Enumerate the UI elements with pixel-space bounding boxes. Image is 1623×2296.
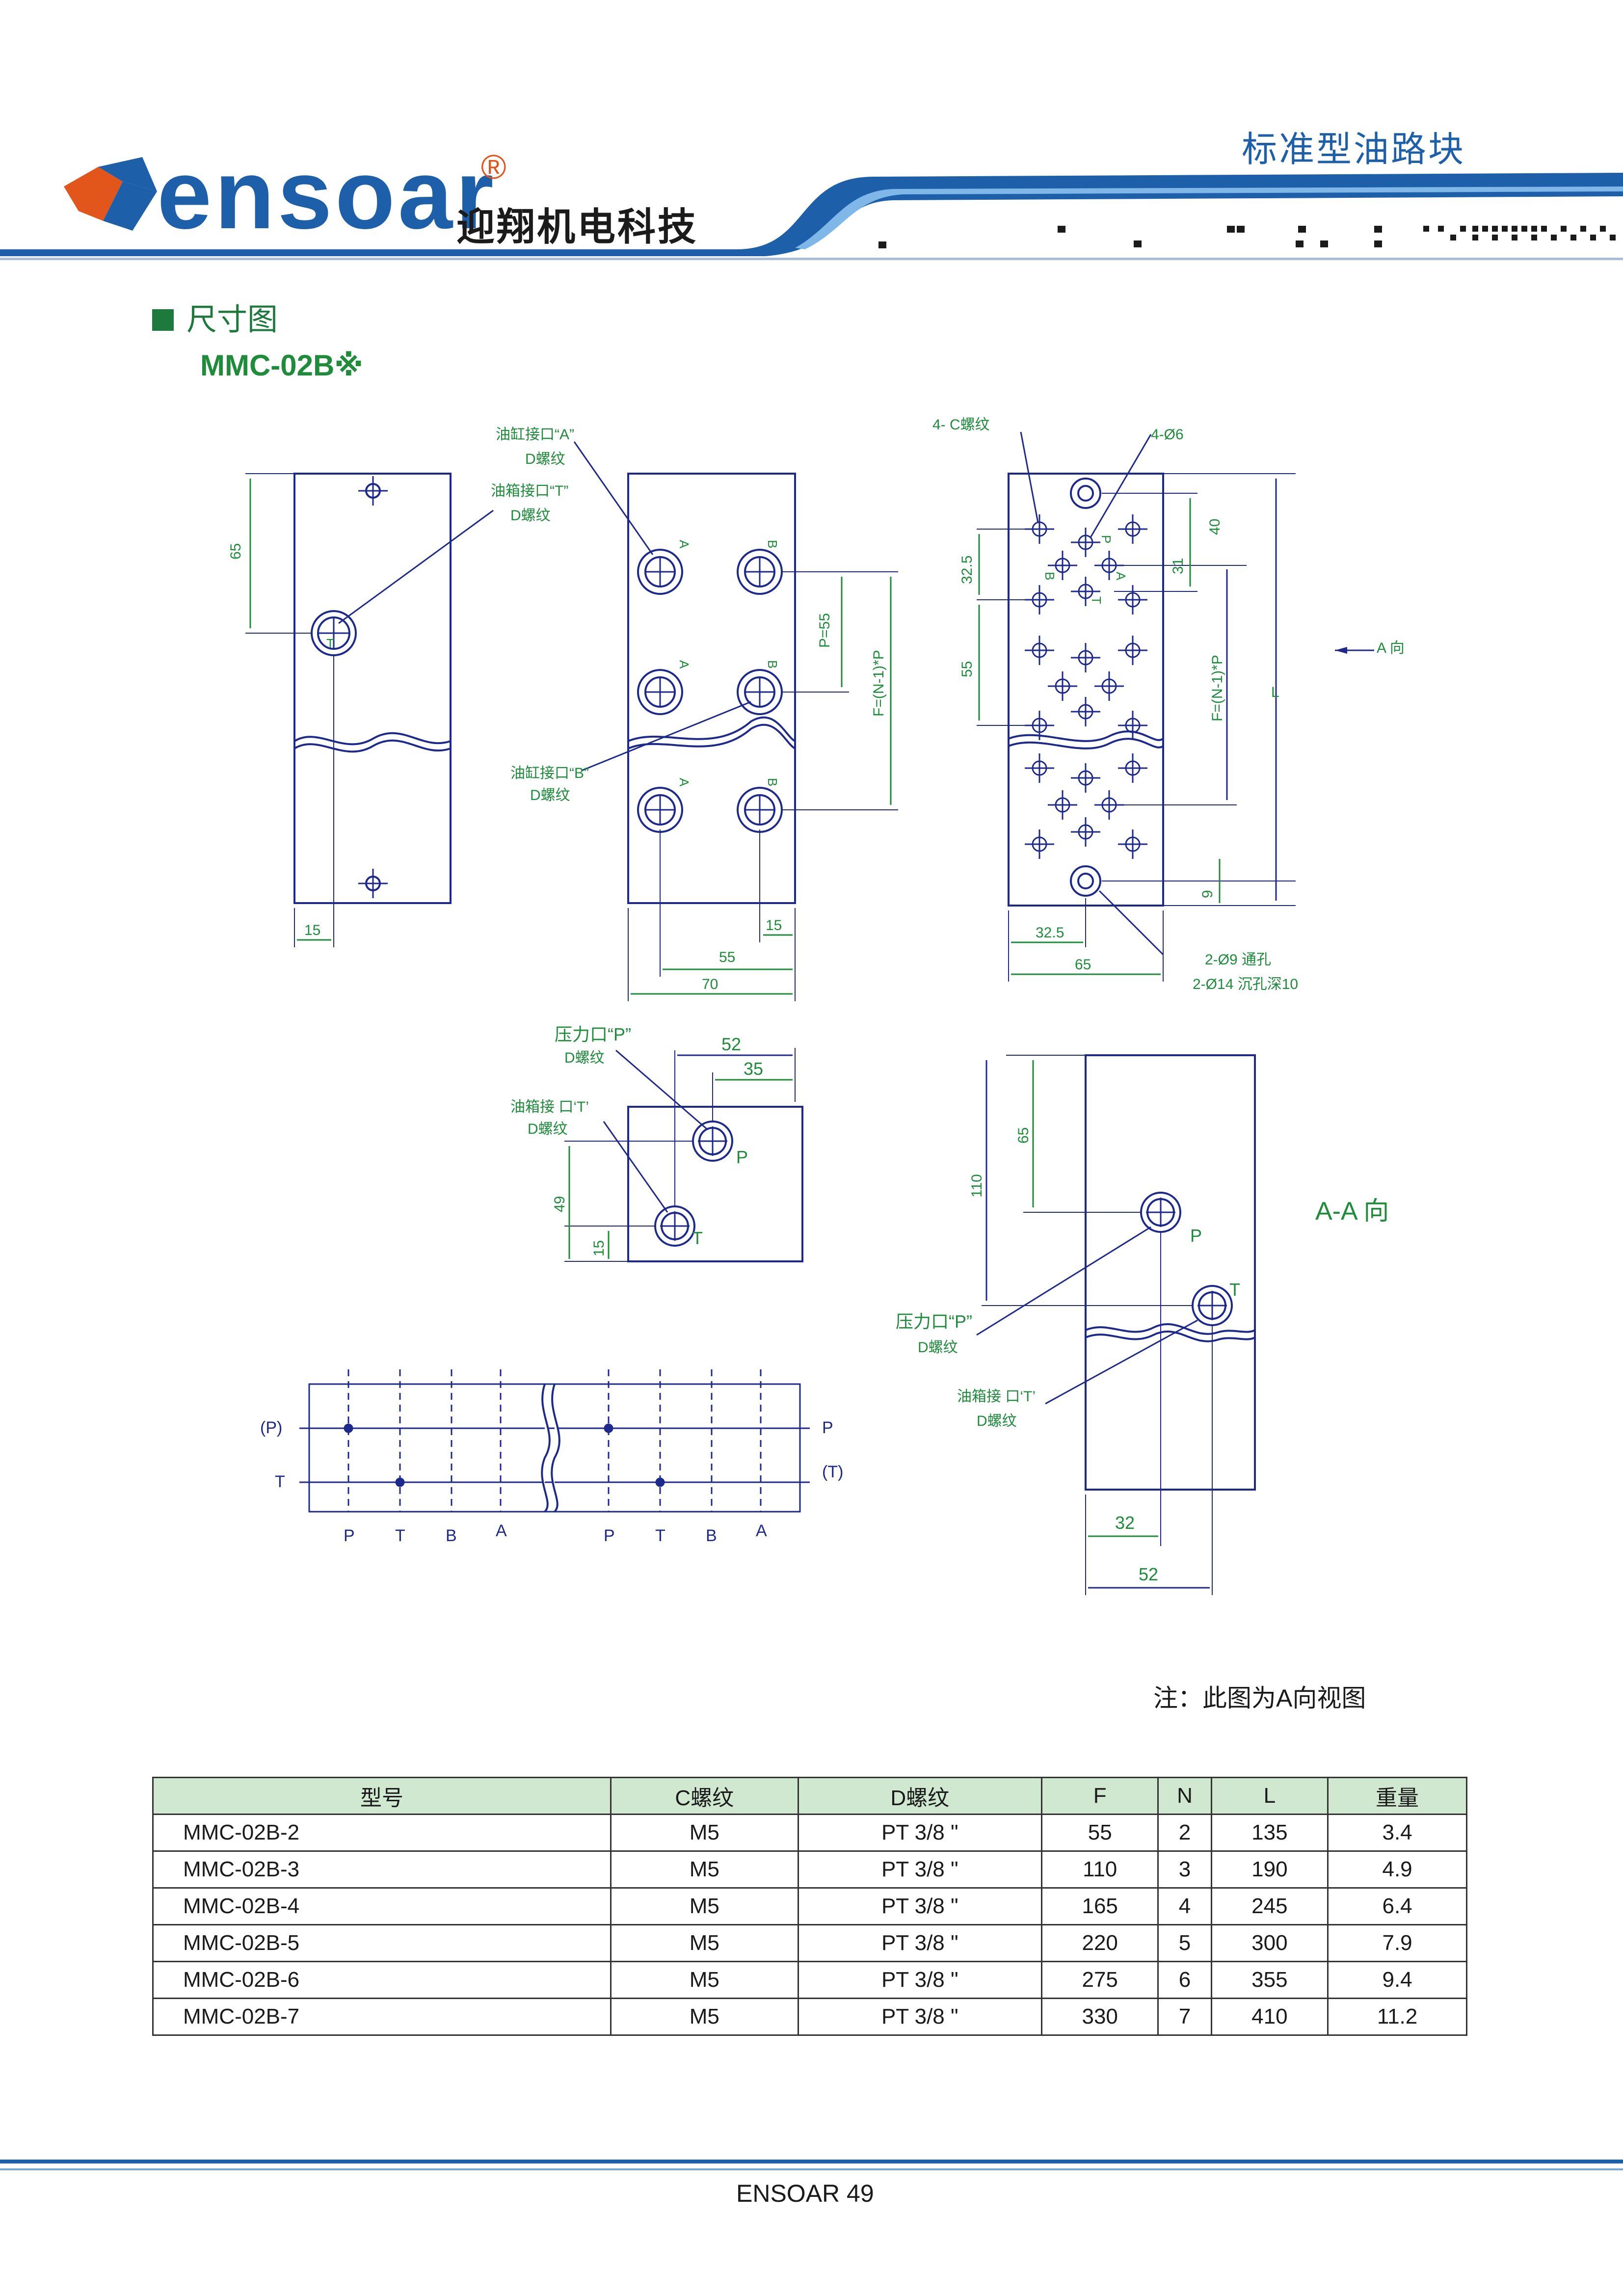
table-row: MMC-02B-4 M5 PT 3/8 " 165 4 245 6.4 xyxy=(152,1887,1467,1925)
front-view-block xyxy=(573,441,898,1001)
header-weight: 重量 xyxy=(1327,1777,1467,1815)
cell-d-thread: PT 3/8 " xyxy=(797,1998,1042,2036)
cell-l: 410 xyxy=(1210,1998,1329,2036)
cell-weight: 6.4 xyxy=(1327,1887,1467,1925)
header-model: 型号 xyxy=(152,1777,612,1815)
cell-c-thread: M5 xyxy=(610,1998,799,2036)
footer-rule xyxy=(0,2160,1623,2163)
header-c-thread: C螺纹 xyxy=(610,1777,799,1815)
cell-d-thread: PT 3/8 " xyxy=(797,1814,1042,1852)
footer-rule-thin xyxy=(0,2168,1623,2170)
table-row: MMC-02B-6 M5 PT 3/8 " 275 6 355 9.4 xyxy=(152,1961,1467,1999)
cell-weight: 9.4 xyxy=(1327,1961,1467,1999)
drawing-note: 注：此图为A向视图 xyxy=(1153,1684,1366,1712)
cell-l: 355 xyxy=(1210,1961,1329,1999)
dimension-drawings xyxy=(245,431,1374,1595)
cell-weight: 11.2 xyxy=(1327,1998,1467,2036)
hydraulic-schematic xyxy=(299,1369,810,1513)
cell-n: 6 xyxy=(1157,1961,1212,1999)
section-title: 尺寸图 xyxy=(152,294,278,339)
cell-c-thread: M5 xyxy=(610,1961,799,1999)
registered-mark: ® xyxy=(481,148,506,186)
end-view-block xyxy=(564,1048,803,1262)
header-f: F xyxy=(1040,1777,1159,1815)
cell-l: 190 xyxy=(1210,1850,1329,1889)
cell-model: MMC-02B-3 xyxy=(152,1850,612,1889)
cell-l: 300 xyxy=(1210,1924,1329,1962)
cell-n: 5 xyxy=(1157,1924,1212,1962)
cell-l: 245 xyxy=(1210,1887,1329,1925)
square-bullet-icon xyxy=(152,309,174,331)
cell-d-thread: PT 3/8 " xyxy=(797,1924,1042,1962)
cell-model: MMC-02B-7 xyxy=(152,1998,612,2036)
page-category-title: 标准型油路块 xyxy=(1242,130,1466,169)
brand-chinese-name: 迎翔机电科技 xyxy=(456,205,698,248)
cell-n: 2 xyxy=(1157,1814,1212,1852)
brand-logo: ensoar xyxy=(64,140,497,249)
cell-f: 55 xyxy=(1040,1814,1159,1852)
header-n: N xyxy=(1157,1777,1212,1815)
footer-page-label: ENSOAR 49 xyxy=(736,2180,874,2207)
cell-l: 135 xyxy=(1210,1814,1329,1852)
cell-d-thread: PT 3/8 " xyxy=(797,1887,1042,1925)
cell-c-thread: M5 xyxy=(610,1850,799,1889)
cell-model: MMC-02B-6 xyxy=(152,1961,612,1999)
side-view-block xyxy=(245,473,494,947)
cell-f: 220 xyxy=(1040,1924,1159,1962)
cell-n: 7 xyxy=(1157,1998,1212,2036)
cell-model: MMC-02B-2 xyxy=(152,1814,612,1852)
cell-f: 110 xyxy=(1040,1850,1159,1889)
top-view-block xyxy=(977,431,1374,982)
cell-f: 275 xyxy=(1040,1961,1159,1999)
cell-c-thread: M5 xyxy=(610,1814,799,1852)
cell-c-thread: M5 xyxy=(610,1924,799,1962)
brand-wordmark: ensoar xyxy=(157,140,497,249)
cell-d-thread: PT 3/8 " xyxy=(797,1850,1042,1889)
spec-table-header-row: 型号 C螺纹 D螺纹 F N L 重量 xyxy=(152,1777,1467,1815)
table-row: MMC-02B-5 M5 PT 3/8 " 220 5 300 7.9 xyxy=(152,1924,1467,1962)
header-d-thread: D螺纹 xyxy=(797,1777,1042,1815)
cell-model: MMC-02B-5 xyxy=(152,1924,612,1962)
cell-weight: 7.9 xyxy=(1327,1924,1467,1962)
cell-f: 330 xyxy=(1040,1998,1159,2036)
cell-c-thread: M5 xyxy=(610,1887,799,1925)
cell-f: 165 xyxy=(1040,1887,1159,1925)
cell-n: 4 xyxy=(1157,1887,1212,1925)
spec-table: 型号 C螺纹 D螺纹 F N L 重量 MMC-02B-2 M5 PT 3/8 … xyxy=(152,1777,1467,2036)
cell-n: 3 xyxy=(1157,1850,1212,1889)
section-title-text: 尺寸图 xyxy=(186,303,278,337)
cell-d-thread: PT 3/8 " xyxy=(797,1961,1042,1999)
brand-emblem-icon xyxy=(64,157,157,231)
a-a-section-view xyxy=(976,1054,1256,1595)
table-row: MMC-02B-7 M5 PT 3/8 " 330 7 410 11.2 xyxy=(152,1998,1467,2036)
header-l: L xyxy=(1210,1777,1329,1815)
cell-weight: 4.9 xyxy=(1327,1850,1467,1889)
cell-model: MMC-02B-4 xyxy=(152,1887,612,1925)
cell-weight: 3.4 xyxy=(1327,1814,1467,1852)
table-row: MMC-02B-3 M5 PT 3/8 " 110 3 190 4.9 xyxy=(152,1850,1467,1889)
header-swoosh xyxy=(0,173,1623,260)
model-title: MMC-02B※ xyxy=(200,349,363,382)
table-row: MMC-02B-2 M5 PT 3/8 " 55 2 135 3.4 xyxy=(152,1814,1467,1852)
